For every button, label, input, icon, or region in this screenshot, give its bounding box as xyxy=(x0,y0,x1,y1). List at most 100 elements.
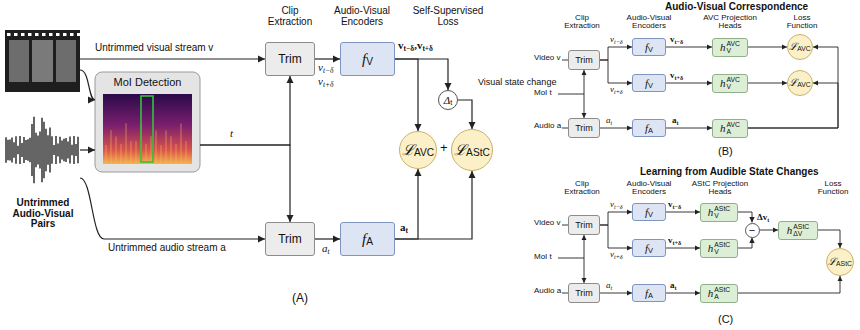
spectrogram-streak xyxy=(106,145,107,163)
math-subscript: A xyxy=(648,127,653,134)
signal-name-part: v xyxy=(318,61,323,73)
math-subscript: V xyxy=(366,57,373,67)
signal-name-part: v xyxy=(610,34,614,44)
signal-name: at xyxy=(606,281,612,290)
signal-name-part: v xyxy=(610,199,614,209)
math-subscript: V xyxy=(648,211,653,218)
spectrogram-streak xyxy=(171,136,172,163)
embedding-name: vt+δ xyxy=(670,71,683,80)
node-content: fV xyxy=(362,52,373,67)
input-label-part: Audio a xyxy=(534,121,561,130)
connector-arrow xyxy=(760,230,779,231)
panel-title: Audio-Visual Correspondence xyxy=(665,2,808,13)
embedding-name: at xyxy=(400,222,408,234)
encoder-box: fA xyxy=(632,284,666,302)
wave-stroke xyxy=(41,118,42,183)
spectrogram-streak xyxy=(146,144,147,163)
node-label: Trim xyxy=(575,289,593,298)
wave-stroke xyxy=(75,144,76,156)
embedding-name: at xyxy=(672,116,679,125)
math-superscript: AStC xyxy=(714,286,730,293)
math-symbol: h xyxy=(720,123,726,134)
embedding-name-part: t xyxy=(677,120,679,126)
math-subscript: V xyxy=(648,46,653,53)
trim-box: Trim xyxy=(568,50,600,70)
stage-header: Clip Extraction xyxy=(258,6,322,27)
embedding-name-part: t−δ xyxy=(404,44,415,53)
math-symbol: f xyxy=(645,207,648,218)
signal-name: at xyxy=(322,243,330,255)
input-label: Video v xyxy=(534,54,561,62)
encoder-box: fA xyxy=(340,222,395,256)
stream-label-part: Untrimmed visual stream v xyxy=(95,42,213,53)
signal-name-part: t xyxy=(328,247,330,256)
wave-stroke xyxy=(49,127,50,172)
projection-head: hAVCA xyxy=(712,119,748,138)
node-content: Trim xyxy=(575,221,593,230)
signal-name-part: t xyxy=(230,127,233,139)
wave-stroke xyxy=(35,133,36,168)
math-subscript: AVC xyxy=(797,46,810,53)
connector-arrow xyxy=(666,293,700,294)
stage-header-part: AStC Projection Heads xyxy=(692,179,748,196)
embedding-name-part: t−δ xyxy=(675,39,684,45)
node-content: Trim xyxy=(278,53,302,65)
trim-box: Trim xyxy=(265,222,315,256)
input-label-part: MoI t xyxy=(534,252,552,261)
math-symbol: ℒ xyxy=(454,143,466,158)
wave-stroke xyxy=(27,139,28,161)
embedding-name: vt−δ xyxy=(668,200,681,209)
embedding-name-part: v xyxy=(670,34,675,44)
drawing-part xyxy=(80,178,265,239)
stage-header: AVC Projection Heads xyxy=(694,14,766,31)
embedding-name-part: t xyxy=(675,285,677,291)
spectrogram-streak xyxy=(176,144,177,163)
panel-label: (B) xyxy=(718,146,733,158)
embedding-name: vt−δ,vt+δ xyxy=(398,40,433,52)
node-content: fV xyxy=(645,78,653,89)
math-symbol: f xyxy=(645,42,648,53)
loss-circle: ℒAVC xyxy=(399,131,437,169)
math-symbol: ℒ xyxy=(402,143,414,158)
signal-name: t xyxy=(230,128,233,140)
embedding-name: vt+δ xyxy=(668,236,681,245)
drawing-part xyxy=(558,94,584,95)
wave-stroke xyxy=(37,136,38,165)
math-subscript: t xyxy=(450,99,452,106)
signal-name: vt−δ xyxy=(610,200,623,209)
connector-arrow xyxy=(395,59,448,90)
signal-name-part: t−δ xyxy=(323,66,334,75)
embedding-name: at xyxy=(670,281,677,290)
node-content: Trim xyxy=(278,233,302,245)
math-symbol: ℒ xyxy=(828,257,836,267)
embedding-name-part: v xyxy=(398,39,404,51)
connector-arrow xyxy=(738,276,840,293)
stage-header-part: Clip Extraction xyxy=(268,5,312,27)
projection-head: hAStCV xyxy=(700,239,738,258)
node-content: fA xyxy=(362,232,373,247)
math-superscript: AStC xyxy=(714,241,730,248)
node-content: ℒAStC xyxy=(828,257,852,267)
math-superscript: AStC xyxy=(793,223,809,230)
drawing-part xyxy=(141,96,153,162)
drawing-part xyxy=(32,40,53,82)
connector-arrow xyxy=(600,293,632,294)
projection-head: hAStCV xyxy=(700,203,738,222)
wave-stroke xyxy=(23,137,24,163)
wave-stroke xyxy=(55,136,56,164)
embedding-name-part: v xyxy=(668,199,673,209)
node-content: ℒAVC xyxy=(789,78,810,88)
node-content: hAStCV xyxy=(708,205,730,219)
wave-stroke xyxy=(13,142,14,157)
embedding-name-part: t+δ xyxy=(675,75,684,81)
plus-sign: + xyxy=(440,141,448,155)
spectrogram-streak xyxy=(186,141,187,163)
input-wire xyxy=(558,60,584,293)
spectrogram-streak xyxy=(136,141,137,163)
wave-stroke xyxy=(45,129,46,171)
connector-arrow xyxy=(600,212,632,225)
math-symbol: f xyxy=(645,288,648,299)
node-label: Trim xyxy=(575,124,593,133)
signal-name-part: t−δ xyxy=(614,39,623,45)
node-content: hAVCV xyxy=(720,40,740,54)
